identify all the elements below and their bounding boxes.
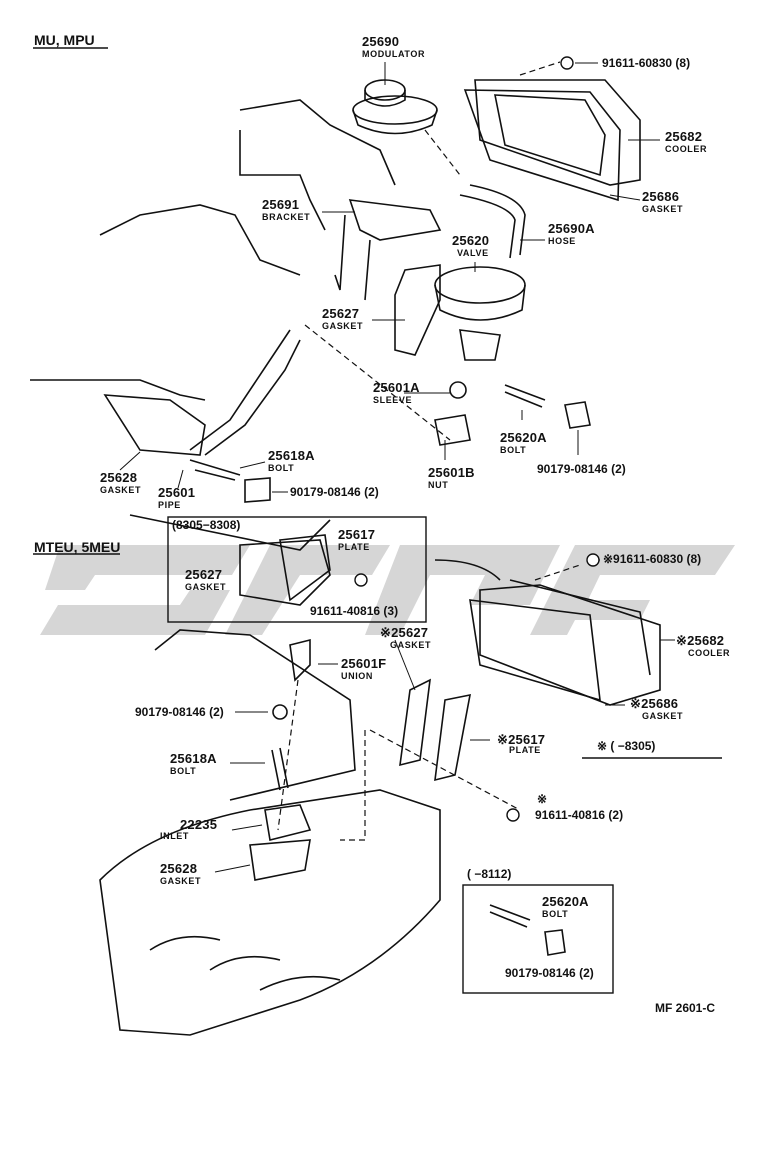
callout-plate-low-name: PLATE	[509, 745, 541, 755]
reference-code: MF 2601-C	[655, 1001, 716, 1015]
range-label-8112: ( −8112)	[467, 867, 512, 881]
callout-gasket-valve-name: GASKET	[322, 321, 364, 331]
callout-bolt-box-name: BOLT	[542, 909, 569, 919]
callout-union-name: UNION	[341, 671, 373, 681]
callout-inlet-pn: 22235	[180, 817, 218, 832]
callout-gasket-pipe-pn: 25628	[100, 470, 138, 485]
callout-plate-mid-name: PLATE	[338, 542, 370, 552]
mteu-assembly	[99, 534, 661, 1036]
callout-bolt-box-pn: 25620A	[542, 894, 589, 909]
callout-bolt-cooler2: ※91611-60830 (8)	[603, 552, 702, 566]
callout-gasket-pipe-name: GASKET	[100, 485, 142, 495]
callout-bolt-plate-low-mark: ※	[537, 792, 548, 806]
callout-bolt-pipe-pn: 25618A	[268, 448, 315, 463]
watermark-logo	[40, 545, 735, 635]
callout-sleeve-name: SLEEVE	[373, 395, 413, 405]
callout-gasket-top-pn: 25686	[642, 189, 680, 204]
section-frames	[33, 47, 722, 994]
callout-gasket-mid-pn: 25627	[185, 567, 223, 582]
callout-plate-low-pn: ※25617	[497, 732, 546, 747]
callout-gasket-cooler2-pn: ※25686	[630, 696, 679, 711]
callout-valve-name: VALVE	[457, 248, 489, 258]
range-label-8305-8308: (8305−8308)	[172, 518, 241, 532]
callout-gasket-mid-name: GASKET	[185, 582, 227, 592]
callout-cooler-top-name: COOLER	[665, 144, 708, 154]
callout-bolt-pipe-name: BOLT	[268, 463, 295, 473]
callout-cooler-low-pn: ※25682	[676, 633, 725, 648]
callout-plate-mid-pn: 25617	[338, 527, 376, 542]
mu-mpu-assembly	[30, 79, 641, 551]
callout-hose-name: HOSE	[548, 236, 576, 246]
section-label-mu-mpu: MU, MPU	[34, 32, 95, 48]
callout-bolt-low-pn: 25618A	[170, 751, 217, 766]
callout-gasket-cooler2-name: GASKET	[642, 711, 684, 721]
callout-sleeve-pn: 25601A	[373, 380, 420, 395]
callout-gasket-top-name: GASKET	[642, 204, 684, 214]
callout-nut-b-name: NUT	[428, 480, 449, 490]
callout-nut-qty: 90179-08146 (2)	[537, 462, 626, 476]
callout-bolt-mid: 91611-40816 (3)	[310, 604, 399, 618]
callout-pipe-name: PIPE	[158, 500, 181, 510]
section-label-mteu-5meu: MTEU, 5MEU	[34, 539, 121, 555]
callout-gasket-valve-pn: 25627	[322, 306, 360, 321]
range-label-8305: ※ ( −8305)	[597, 739, 656, 753]
callout-nut-low: 90179-08146 (2)	[135, 705, 224, 719]
callout-nut-b-pn: 25601B	[428, 465, 475, 480]
callout-bracket-name: BRACKET	[262, 212, 311, 222]
callout-cooler-low-name: COOLER	[688, 648, 731, 658]
callout-bolt-low-name: BOLT	[170, 766, 197, 776]
callout-bolt-top: 91611-60830 (8)	[602, 56, 691, 70]
callout-gasket-low-pn: ※25627	[380, 625, 429, 640]
callout-bolt-plate-low: 91611-40816 (2)	[535, 808, 624, 822]
callout-modulator-name: MODULATOR	[362, 49, 426, 59]
callout-gasket-low-name: GASKET	[390, 640, 432, 650]
callout-bolt-stud-name: BOLT	[500, 445, 527, 455]
leader-dashes	[277, 61, 581, 841]
callout-gasket-inlet-name: GASKET	[160, 876, 202, 886]
callout-nut-box: 90179-08146 (2)	[505, 966, 594, 980]
callout-modulator-pn: 25690	[362, 34, 400, 49]
callout-cooler-top-pn: 25682	[665, 129, 703, 144]
leader-lines	[119, 62, 675, 873]
callout-gasket-inlet-pn: 25628	[160, 861, 198, 876]
callout-hose-pn: 25690A	[548, 221, 595, 236]
callout-nut-pipe: 90179-08146 (2)	[290, 485, 379, 499]
callout-bolt-stud-pn: 25620A	[500, 430, 547, 445]
callout-pipe-pn: 25601	[158, 485, 196, 500]
callout-bracket-pn: 25691	[262, 197, 300, 212]
bolt-symbols	[354, 56, 600, 822]
callout-inlet-name: INLET	[160, 831, 189, 841]
callout-valve-pn: 25620	[452, 233, 490, 248]
callout-union-pn: 25601F	[341, 656, 387, 671]
